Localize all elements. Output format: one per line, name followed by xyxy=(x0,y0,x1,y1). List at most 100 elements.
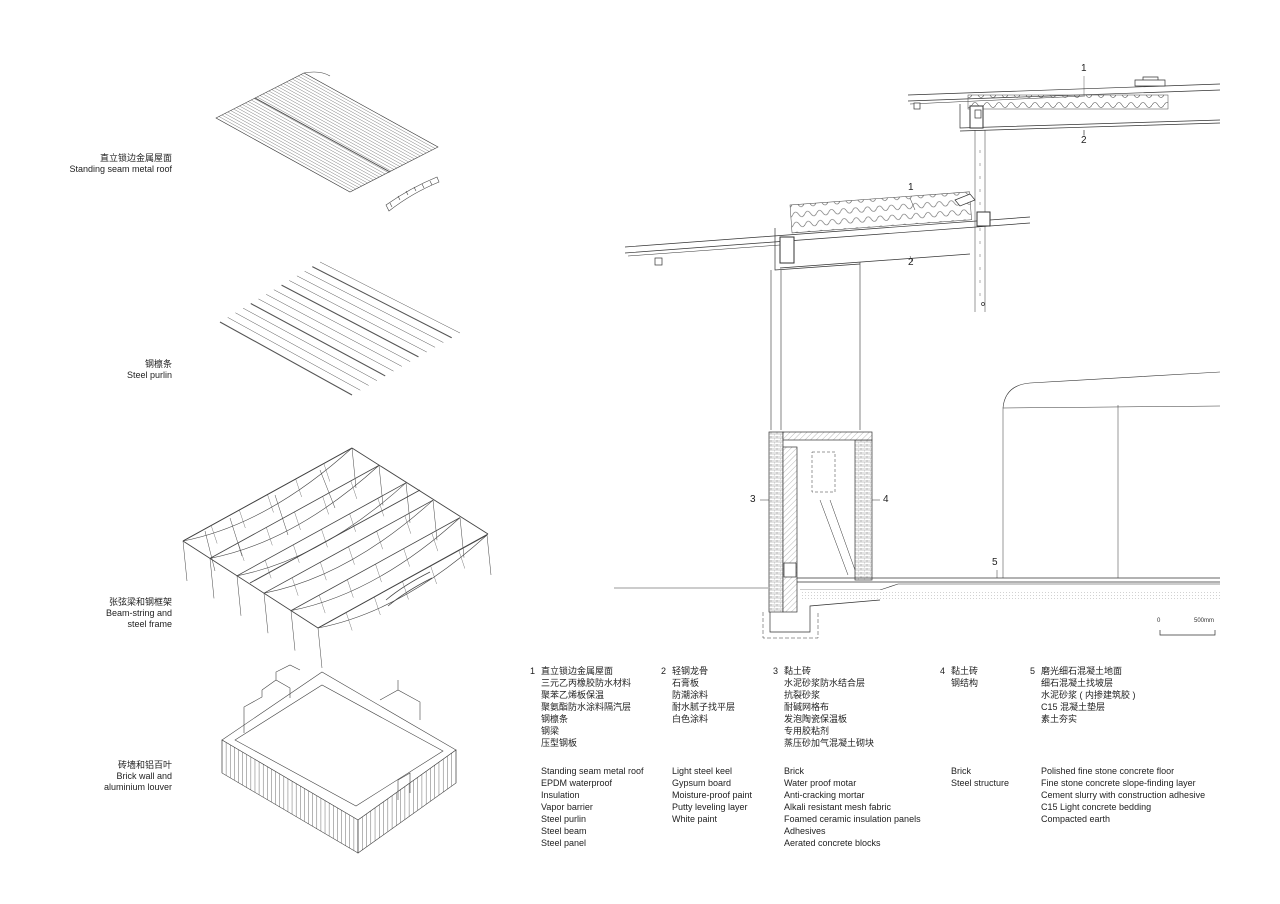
drawing-line xyxy=(351,447,357,489)
legend-cn-line: 石膏板 xyxy=(672,678,700,688)
drawing-line xyxy=(251,99,386,175)
legend-number: 2 xyxy=(661,666,667,676)
drawing-line xyxy=(350,480,357,499)
drawing-line xyxy=(227,317,361,391)
legend-en-line: Steel beam xyxy=(541,826,587,836)
legend-cn-line: 水泥砂浆 ( 内掺建筑胶 ) xyxy=(1041,690,1136,700)
drawing-line xyxy=(277,86,412,161)
wall-section-drawing xyxy=(614,76,1221,639)
legend-en-line: Foamed ceramic insulation panels xyxy=(784,814,921,824)
drawing-line xyxy=(259,95,395,170)
drawing-line xyxy=(319,261,461,334)
drawing-line xyxy=(266,294,402,367)
drawing-line xyxy=(256,96,392,172)
drawing-line xyxy=(268,90,403,166)
scale-end-label: 500mm xyxy=(1194,618,1215,624)
legend-cn-line: 专用胶粘剂 xyxy=(784,726,830,736)
drawing-line xyxy=(263,593,269,634)
axo-wall-drawing xyxy=(221,664,457,854)
drawing-line xyxy=(236,575,242,616)
axo-label-en: aluminium louver xyxy=(103,782,172,792)
drawing-line xyxy=(274,87,409,163)
drawing-line xyxy=(320,562,327,581)
drawing-line xyxy=(280,84,415,160)
drawing-line xyxy=(265,560,272,579)
legend-cn-line: 钢结构 xyxy=(951,678,979,688)
legend-en-line: Putty leveling layer xyxy=(672,802,748,812)
legend-en-line: Alkali resistant mesh fabric xyxy=(784,802,892,812)
legend-cn-line: 抗裂砂浆 xyxy=(784,690,821,700)
legend-cn-line: 聚苯乙烯板保温 xyxy=(541,690,605,700)
legend-en-line: Gypsum board xyxy=(672,778,732,788)
drawing-line xyxy=(405,482,411,523)
legend-cn-line: 三元乙丙橡胶防水材料 xyxy=(541,678,632,688)
drawing-line xyxy=(293,544,300,563)
drawing-line xyxy=(262,93,398,169)
legend-title: 黏土砖 xyxy=(951,666,979,676)
drawing-line xyxy=(374,596,381,616)
legend-cn-line: 素土夯实 xyxy=(1041,714,1078,724)
drawing-line xyxy=(292,577,299,596)
legend-en-line: Water proof motar xyxy=(784,778,857,788)
legend-en-line: Brick xyxy=(784,766,804,776)
drawing-line xyxy=(209,465,380,559)
legend-cn-line: 钢檩条 xyxy=(541,714,569,724)
axo-label-cn: 张弦梁和钢框架 xyxy=(108,597,172,607)
drawing-line xyxy=(323,463,330,482)
legend-title: 黏土砖 xyxy=(784,666,812,676)
drawing-line xyxy=(219,321,353,396)
drawing-line xyxy=(263,499,434,594)
legend-title: 轻钢龙骨 xyxy=(672,666,709,676)
callout-number: 2 xyxy=(1081,135,1087,146)
legend-cn-line: 细石混凝土找坡层 xyxy=(1041,678,1114,688)
drawing-line xyxy=(458,550,465,569)
drawing-line xyxy=(273,289,411,362)
drawing-line xyxy=(300,74,436,149)
drawing-line xyxy=(235,312,369,386)
legend-en-line: Anti-cracking mortar xyxy=(784,790,865,800)
axo-purlin-drawing xyxy=(219,261,461,396)
drawing-line xyxy=(346,612,353,631)
drawing-line xyxy=(376,531,383,550)
legend-en-line: C15 Light concrete bedding xyxy=(1041,802,1152,812)
axo-roof-drawing xyxy=(215,71,440,212)
drawing-line xyxy=(254,98,389,173)
axo-label-cn: 直立锁边金属屋面 xyxy=(99,153,172,163)
drawing-line xyxy=(378,465,384,506)
axo-label-en: Steel purlin xyxy=(126,370,172,380)
axo-label-wall: 砖墙和铝百叶 Brick wall and aluminium louver xyxy=(104,760,172,793)
drawing-line xyxy=(347,579,354,598)
drawing-line xyxy=(295,478,302,498)
drawing-line xyxy=(242,104,377,179)
legend-cn-line: 水泥砂浆防水结合层 xyxy=(784,678,866,688)
drawing-line xyxy=(209,558,215,599)
legend-number: 3 xyxy=(773,666,779,676)
legend-en-line: Steel structure xyxy=(951,778,1010,788)
drawing-line xyxy=(266,527,273,546)
legend-en-line: Cement slurry with construction adhesive xyxy=(1041,790,1206,800)
drawing-line xyxy=(221,114,356,190)
legend-en-line: Vapor barrier xyxy=(541,802,593,812)
drawing-line xyxy=(295,77,430,152)
callout-number: 4 xyxy=(883,494,889,505)
legend-en-line: White paint xyxy=(672,814,718,824)
drawing-line xyxy=(245,102,380,178)
drawing-line xyxy=(296,275,436,348)
axo-label-frame: 张弦梁和钢框架 Beam-string and steel frame xyxy=(106,597,172,630)
legend-en-line: Compacted earth xyxy=(1041,814,1111,824)
axo-label-cn: 砖墙和铝百叶 xyxy=(117,760,172,770)
legend-en-line: Polished fine stone concrete floor xyxy=(1041,766,1175,776)
drawing-line xyxy=(404,515,411,534)
drawing-line xyxy=(233,108,368,184)
drawing-line xyxy=(267,494,274,513)
drawing-line xyxy=(486,534,492,576)
drawing-line xyxy=(218,116,354,191)
drawing-line xyxy=(242,307,378,381)
drawing-line xyxy=(348,546,355,565)
scale-start-label: 0 xyxy=(1157,618,1161,624)
legend-cn-line: 聚氨酯防水涂料隔汽层 xyxy=(541,702,632,712)
drawing-line xyxy=(215,117,351,193)
